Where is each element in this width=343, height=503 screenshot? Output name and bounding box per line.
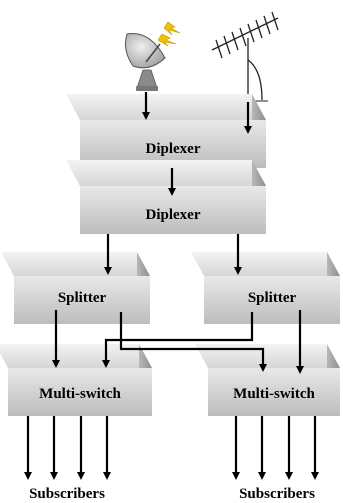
- diplexer-2-label: Diplexer: [146, 207, 201, 223]
- satellite-dish-icon: [125, 21, 181, 91]
- diplexer-1-box: Diplexer: [66, 94, 266, 168]
- multiswitch-right-box: Multi-switch: [195, 344, 340, 416]
- multiswitch-left-box: Multi-switch: [0, 344, 152, 416]
- diplexer-2-box: Diplexer: [66, 160, 266, 234]
- splitter-right-box: Splitter: [191, 252, 340, 324]
- multiswitch-left-label: Multi-switch: [39, 386, 121, 402]
- tv-antenna-icon: [211, 11, 279, 102]
- arrow-splitter-left-to-ms-right: [119, 312, 267, 372]
- arrow-splitter-right-to-ms-left: [102, 312, 254, 368]
- splitter-left-box: Splitter: [1, 252, 150, 324]
- subscribers-left-label: Subscribers: [29, 486, 105, 502]
- multiswitch-right-label: Multi-switch: [233, 386, 315, 402]
- subscribers-right-label: Subscribers: [239, 486, 315, 502]
- splitter-left-label: Splitter: [58, 290, 107, 306]
- diplexer-1-label: Diplexer: [146, 141, 201, 157]
- splitter-right-label: Splitter: [248, 290, 297, 306]
